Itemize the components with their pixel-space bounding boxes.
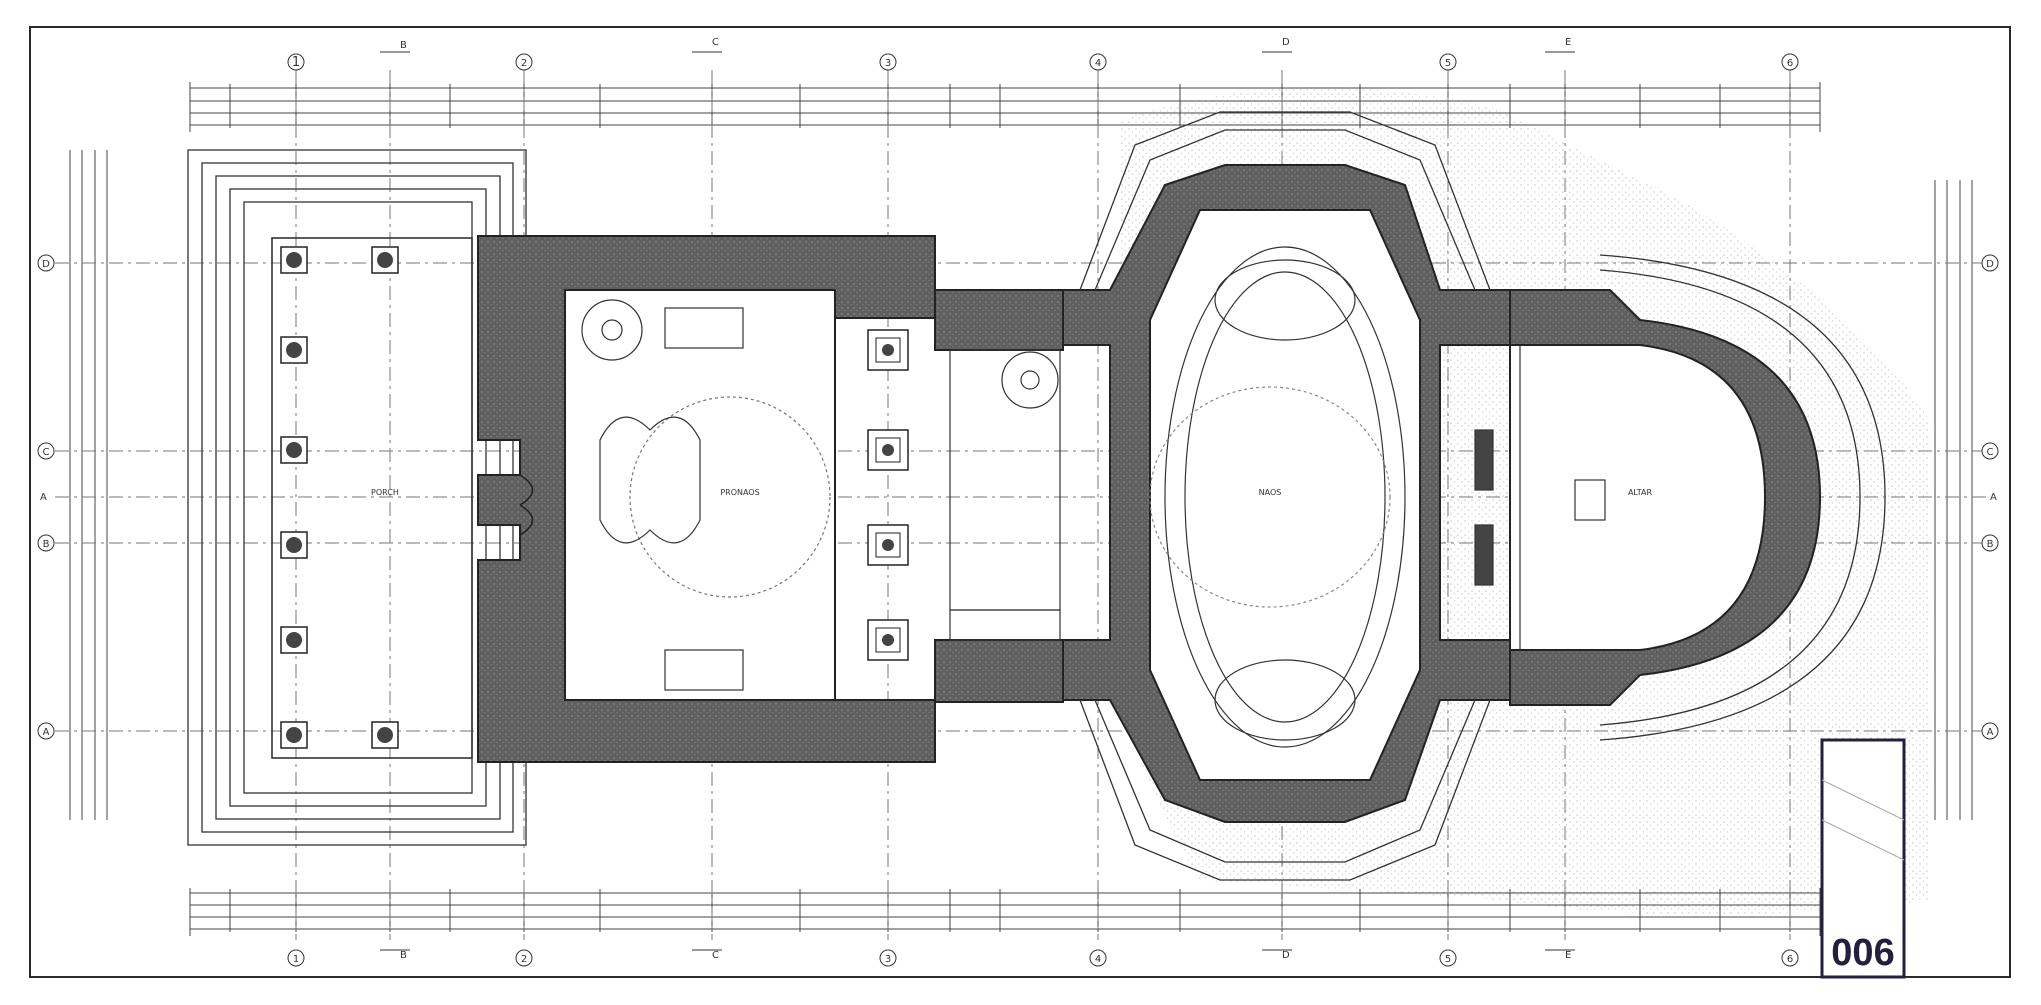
pier: [867, 524, 909, 566]
svg-text:D: D: [42, 259, 50, 270]
column: [280, 246, 308, 274]
room-label-porch: PORCH: [371, 488, 399, 497]
pronaos-details: [581, 299, 1061, 691]
naos-exterior-ring: [1079, 111, 1491, 881]
top-dimension-ticks: [189, 84, 1821, 128]
piers: [867, 329, 909, 661]
svg-text:2: 2: [521, 954, 527, 965]
room-label-altar: ALTAR: [1628, 488, 1653, 497]
grid-bubble-E-bottom: E: [1545, 949, 1575, 961]
section-marker-right: A: [1990, 492, 1997, 503]
svg-text:C: C: [43, 447, 50, 458]
walls: [477, 164, 1822, 823]
grid-bubble-6-top: 6: [1781, 53, 1799, 71]
svg-text:A: A: [1990, 492, 1997, 503]
svg-text:3: 3: [885, 954, 891, 965]
porch-columns: [280, 246, 399, 749]
column: [280, 436, 308, 464]
grid-bubble-row-A-right: A: [1981, 722, 1999, 740]
grid-bubble-row-D-left: D: [37, 254, 55, 272]
grid-bubble-2-top: 2: [515, 53, 533, 71]
grid-bubbles-right: D C B A A: [1981, 254, 1999, 740]
column: [280, 531, 308, 559]
grid-bubble-row-C-left: C: [37, 442, 55, 460]
grid-bubble-row-B-right: B: [1981, 534, 1999, 552]
svg-text:2: 2: [521, 58, 527, 69]
svg-text:E: E: [1565, 950, 1571, 961]
svg-text:B: B: [400, 950, 407, 961]
grid-bubble-row-A-left: A: [37, 722, 55, 740]
apse-exterior-ring: [1599, 254, 1886, 741]
grid-bubble-B-top: B: [380, 40, 410, 53]
column: [280, 721, 308, 749]
grid-bubble-D-top: D: [1262, 37, 1292, 53]
sheet-number: 006: [1831, 932, 1894, 974]
naos-details: [1149, 246, 1406, 748]
pier: [867, 329, 909, 371]
room-labels: PORCH PRONAOS NAOS ALTAR: [371, 488, 1652, 497]
grid-bubble-1-bottom: 1: [287, 949, 305, 967]
svg-text:A: A: [40, 492, 47, 503]
grid-bubble-5-bottom: 5: [1439, 949, 1457, 967]
column: [280, 626, 308, 654]
grid-bubble-3-bottom: 3: [879, 949, 897, 967]
svg-text:4: 4: [1095, 58, 1101, 69]
grid-bubbles-top: 1 B 2 C 3 4 D 5 E 6: [287, 37, 1799, 71]
grid-bubble-row-B-left: B: [37, 534, 55, 552]
svg-text:1: 1: [293, 954, 299, 965]
sheet-frame: [29, 26, 2011, 978]
svg-text:D: D: [1282, 37, 1290, 48]
svg-text:5: 5: [1445, 954, 1451, 965]
svg-text:4: 4: [1095, 954, 1101, 965]
grid-bubble-5-top: 5: [1439, 53, 1457, 71]
svg-text:6: 6: [1787, 954, 1793, 965]
svg-text:1: 1: [292, 55, 300, 70]
svg-text:A: A: [43, 727, 50, 738]
grid-bubbles-left: D C B A A: [37, 254, 55, 740]
svg-text:B: B: [1987, 539, 1994, 550]
pier: [867, 429, 909, 471]
pier: [867, 619, 909, 661]
grid-bubbles-bottom: 1 B 2 C 3 4 D 5 E 6: [287, 949, 1799, 967]
svg-text:6: 6: [1787, 58, 1793, 69]
room-label-naos: NAOS: [1259, 488, 1282, 497]
svg-text:3: 3: [885, 58, 891, 69]
svg-text:D: D: [1282, 950, 1290, 961]
svg-text:B: B: [43, 539, 50, 550]
room-label-pronaos: PRONAOS: [720, 488, 759, 497]
column: [371, 721, 399, 749]
grid-bubble-4-bottom: 4: [1089, 949, 1107, 967]
svg-text:E: E: [1565, 37, 1571, 48]
grid-bubble-4-top: 4: [1089, 53, 1107, 71]
top-dimension-lines: [189, 82, 1821, 132]
right-dimension-lines: [1934, 180, 1973, 820]
column: [371, 246, 399, 274]
grid-bubble-D-bottom: D: [1262, 949, 1292, 961]
altar-details: [1474, 345, 1606, 650]
grid-bubble-3-top: 3: [879, 53, 897, 71]
svg-text:C: C: [712, 37, 719, 48]
west-entrance: [519, 474, 534, 536]
svg-text:A: A: [1987, 727, 1994, 738]
left-dimension-lines: [69, 150, 108, 820]
column: [280, 336, 308, 364]
grid-bubble-B-bottom: B: [380, 949, 410, 961]
grid-bubble-6-bottom: 6: [1781, 949, 1799, 967]
grid-bubble-C-bottom: C: [692, 949, 722, 961]
svg-text:C: C: [1987, 447, 1994, 458]
svg-text:D: D: [1986, 259, 1994, 270]
grid-bubble-E-top: E: [1545, 37, 1575, 53]
grid-bubble-row-C-right: C: [1981, 442, 1999, 460]
grid-bubble-row-D-right: D: [1981, 254, 1999, 272]
svg-text:B: B: [400, 40, 407, 51]
section-marker-left: A: [40, 492, 47, 503]
svg-text:C: C: [712, 950, 719, 961]
grid-bubble-C-top: C: [692, 37, 722, 53]
svg-text:5: 5: [1445, 58, 1451, 69]
sheet-number-box: 006: [1820, 738, 1906, 979]
grid-bubble-1-top: 1: [287, 53, 305, 71]
grid-bubble-2-bottom: 2: [515, 949, 533, 967]
